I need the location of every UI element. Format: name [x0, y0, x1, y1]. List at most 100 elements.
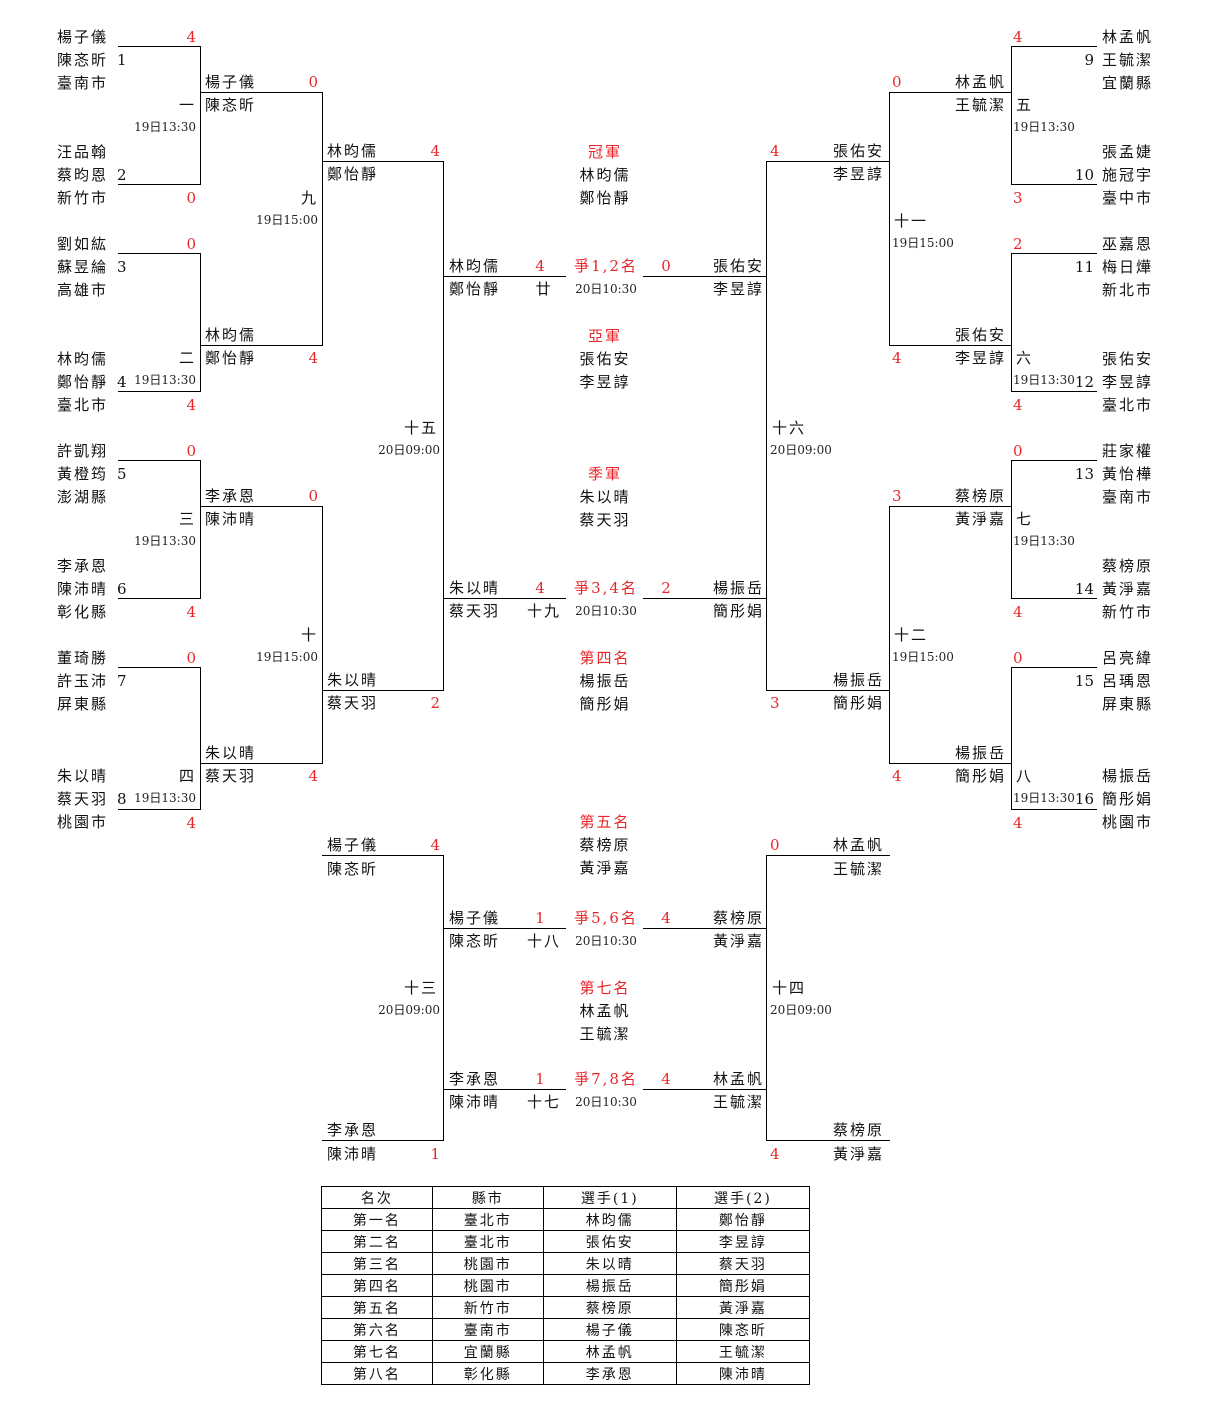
match-score: 0	[1013, 442, 1023, 460]
match-score: 0	[186, 442, 196, 460]
match-time: 20日10:30	[575, 604, 637, 618]
left-seed-city: 桃園市	[57, 813, 109, 831]
award-player2: 李昱諄	[579, 373, 631, 391]
header-rank: 名次	[321, 1186, 433, 1209]
final-left-player1: 林昀儒	[449, 257, 501, 275]
cons-connector	[766, 855, 767, 1140]
right-seed-city: 新北市	[1102, 281, 1154, 299]
match-score: 4	[308, 349, 318, 367]
r3-line	[322, 690, 444, 691]
city-cell: 彰化縣	[431, 1362, 544, 1385]
r1-connector	[1011, 667, 1012, 809]
final-right-player2: 簡彤娟	[712, 602, 764, 620]
seed-number: 15	[1074, 672, 1094, 690]
right-seed-player1: 張孟婕	[1102, 143, 1154, 161]
left-seed-player2: 許玉沛	[57, 672, 109, 690]
award-title: 季軍	[587, 465, 622, 483]
right-seed-player1: 呂亮緯	[1102, 649, 1154, 667]
match-time: 19日13:30	[1013, 373, 1075, 387]
r2-player1: 蔡榜原	[954, 487, 1006, 505]
r2-line	[889, 763, 1012, 764]
match-time: 19日13:30	[134, 791, 196, 805]
match-score: 0	[308, 73, 318, 91]
right-seed-player2: 黃淨嘉	[1102, 580, 1154, 598]
match-time: 20日09:00	[378, 1003, 440, 1017]
r2-player2: 陳忞昕	[205, 96, 257, 114]
r1-line	[118, 391, 201, 392]
match-time: 19日13:30	[134, 534, 196, 548]
seed-number: 7	[117, 672, 127, 690]
left-seed-player2: 陳沛晴	[57, 580, 109, 598]
seed-number: 12	[1074, 373, 1094, 391]
match-number: 十六	[772, 419, 807, 437]
award-player2: 王毓潔	[579, 1025, 631, 1043]
award-player1: 蔡榜原	[579, 836, 631, 854]
r3-line	[322, 161, 444, 162]
r1-line	[118, 460, 201, 461]
city-cell: 新竹市	[431, 1296, 544, 1319]
final-right-player1: 張佑安	[712, 257, 764, 275]
final-left-player1: 李承恩	[449, 1070, 501, 1088]
r2-player2: 蔡天羽	[205, 767, 257, 785]
left-seed-player1: 楊子儀	[57, 28, 109, 46]
match-score: 4	[892, 767, 902, 785]
match-score: 4	[430, 142, 440, 160]
r3-player1: 楊振岳	[832, 671, 884, 689]
player2-cell: 蔡天羽	[675, 1252, 811, 1275]
right-seed-player2: 呂瑀恩	[1102, 672, 1154, 690]
r3-player2: 簡彤娟	[832, 694, 884, 712]
city-cell: 臺北市	[431, 1208, 544, 1231]
left-seed-player1: 林昀儒	[57, 350, 109, 368]
match-score: 4	[308, 767, 318, 785]
match-score: 3	[1013, 189, 1023, 207]
player1-cell: 蔡榜原	[542, 1296, 677, 1319]
r2-player2: 王毓潔	[954, 96, 1006, 114]
match-score: 0	[1013, 649, 1023, 667]
r3-line	[766, 161, 890, 162]
cons-line	[766, 1140, 890, 1141]
left-seed-city: 高雄市	[57, 281, 109, 299]
r2-line	[200, 506, 323, 507]
r1-line	[1011, 253, 1097, 254]
left-seed-player2: 陳忞昕	[57, 51, 109, 69]
r2-player2: 簡彤娟	[954, 767, 1006, 785]
ranking-header-row: 名次 縣市 選手(1) 選手(2)	[321, 1186, 811, 1209]
award-player1: 楊振岳	[579, 672, 631, 690]
rank-cell: 第三名	[321, 1252, 433, 1275]
left-seed-city: 新竹市	[57, 189, 109, 207]
final-right-player2: 李昱諄	[712, 280, 764, 298]
match-time: 20日10:30	[575, 1095, 637, 1109]
cons-player1: 林孟帆	[832, 836, 884, 854]
r2-player2: 李昱諄	[954, 349, 1006, 367]
rank-cell: 第六名	[321, 1318, 433, 1341]
match-number: 二	[178, 349, 196, 367]
final-line-right	[643, 598, 767, 599]
r3-player1: 林昀儒	[327, 142, 379, 160]
final-line-left	[443, 1089, 566, 1090]
final-line-left	[443, 928, 566, 929]
right-seed-player2: 黃怡樺	[1102, 465, 1154, 483]
match-time: 19日13:30	[1013, 534, 1075, 548]
match-number: 五	[1016, 96, 1034, 114]
final-right-player1: 林孟帆	[712, 1070, 764, 1088]
cons-player2: 陳沛晴	[327, 1145, 379, 1163]
r2-player1: 林孟帆	[954, 73, 1006, 91]
r1-line	[118, 46, 201, 47]
ranking-row: 第六名臺南市楊子儀陳忞昕	[321, 1318, 811, 1341]
award-player2: 黃淨嘉	[579, 859, 631, 877]
city-cell: 宜蘭縣	[431, 1340, 544, 1363]
r1-connector	[1011, 253, 1012, 391]
r1-line	[1011, 46, 1097, 47]
player1-cell: 楊子儀	[542, 1318, 677, 1341]
right-seed-player2: 梅日燁	[1102, 258, 1154, 276]
match-number: 四	[178, 767, 196, 785]
cons-player2: 黃淨嘉	[832, 1145, 884, 1163]
ranking-row: 第四名桃園市楊振岳簡彤娟	[321, 1274, 811, 1297]
r2-player2: 黃淨嘉	[954, 510, 1006, 528]
award-title: 冠軍	[587, 143, 622, 161]
r1-line	[1011, 460, 1097, 461]
r2-connector	[322, 92, 323, 345]
right-seed-player1: 楊振岳	[1102, 767, 1154, 785]
award-player1: 張佑安	[579, 350, 631, 368]
r1-line	[118, 184, 201, 185]
